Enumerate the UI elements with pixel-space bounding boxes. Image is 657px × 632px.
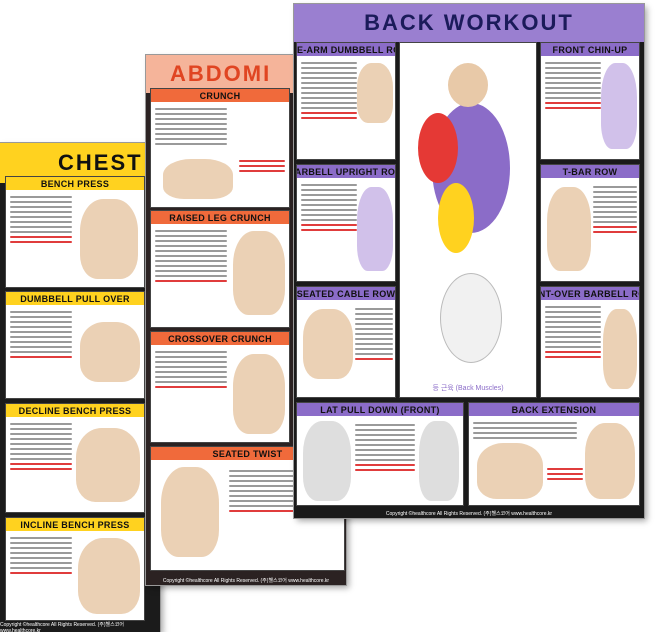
chest-poster-footer: Copyright ©healthcore All Rights Reserve… [0,622,160,632]
back-section-lat-pull-down-front: LAT PULL DOWN (FRONT) [296,402,464,506]
section-title: ONE-ARM DUMBBELL ROW [296,43,395,56]
exercise-illustration [163,159,233,199]
section-title: DECLINE BENCH PRESS [6,404,144,417]
section-title: BENCH PRESS [6,177,144,190]
instruction-text [473,419,577,442]
back-section-one-arm-dumbbell-row: ONE-ARM DUMBBELL ROW [296,42,396,160]
back-section-front-chin-up: FRONT CHIN-UP [540,42,640,160]
exercise-illustration [161,467,219,557]
section-title: LAT PULL DOWN (FRONT) [297,403,463,416]
section-title: SEATED CABLE ROW [296,287,396,300]
abs-section-crunch: CRUNCH [150,88,290,208]
instruction-text [545,59,601,112]
exercise-illustration [601,63,637,149]
back-muscles-illustration: 등 근육 (Back Muscles) [399,42,537,398]
exercise-illustration [357,63,393,123]
exercise-illustration [76,428,140,502]
instruction-text [155,227,227,285]
section-title: CROSSOVER CRUNCH [151,332,289,345]
chest-poster: CHEST BENCH PRESS DUMBBELL PULL OVER DEC… [0,143,160,632]
back-section-barbell-upright-row: BARBELL UPRIGHT ROW [296,164,396,282]
exercise-illustration [233,231,285,315]
back-workout-poster: BACK WORKOUT ONE-ARM DUMBBELL ROW BARBEL… [294,4,644,518]
chest-section-incline-bench-press: INCLINE BENCH PRESS [5,517,145,621]
abdominal-poster-footer: Copyright ©healthcore All Rights Reserve… [146,575,346,585]
exercise-illustration [603,309,637,389]
exercise-illustration [80,199,138,279]
section-title: RAISED LEG CRUNCH [151,211,289,224]
instruction-text [301,59,357,122]
abs-section-raised-leg-crunch: RAISED LEG CRUNCH [150,210,290,328]
section-title: BACK EXTENSION [469,403,639,416]
exercise-illustration [233,354,285,434]
back-muscles-caption: 등 근육 (Back Muscles) [432,385,504,392]
section-title: FRONT CHIN-UP [541,43,639,56]
warning-text [239,157,285,175]
deltoid-muscle [418,113,458,183]
instruction-text [545,303,601,361]
back-section-seated-cable-row: SEATED CABLE ROW [296,286,396,398]
section-title: DUMBBELL PULL OVER [6,292,144,305]
instruction-text [593,183,637,236]
instruction-text [10,308,72,361]
instruction-text [229,467,341,515]
section-title: BENT-OVER BARBELL ROW [541,287,639,300]
warning-text [547,465,583,483]
instruction-text [355,305,393,363]
chest-section-dumbbell-pull-over: DUMBBELL PULL OVER [5,291,145,399]
exercise-illustration [419,421,459,501]
exercise-illustration [357,187,393,271]
erector-muscle [438,183,474,253]
instruction-text [155,105,227,148]
instruction-text [355,421,415,474]
exercise-illustration [477,443,543,499]
exercise-illustration [78,538,140,614]
instruction-text [10,534,72,577]
back-poster-footer: Copyright ©healthcore All Rights Reserve… [294,508,644,518]
back-poster-title: BACK WORKOUT [294,4,644,42]
lower-body-shape [440,273,502,363]
section-title: BARBELL UPRIGHT ROW [296,165,396,178]
exercise-illustration [303,309,353,379]
section-title: T-BAR ROW [541,165,639,178]
back-section-back-extension: BACK EXTENSION [468,402,640,506]
back-section-t-bar-row: T-BAR ROW [540,164,640,282]
chest-section-bench-press: BENCH PRESS [5,176,145,288]
instruction-text [301,181,357,234]
instruction-text [155,348,227,391]
exercise-illustration [303,421,351,501]
abs-section-crossover-crunch: CROSSOVER CRUNCH [150,331,290,443]
exercise-illustration [80,322,140,382]
head-shape [448,63,488,107]
exercise-illustration [585,423,635,499]
instruction-text [10,420,72,473]
exercise-illustration [547,187,591,271]
section-title: CRUNCH [151,89,289,102]
instruction-text [10,193,72,246]
section-title: INCLINE BENCH PRESS [6,518,144,531]
back-section-bent-over-barbell-row: BENT-OVER BARBELL ROW [540,286,640,398]
chest-section-decline-bench-press: DECLINE BENCH PRESS [5,403,145,513]
